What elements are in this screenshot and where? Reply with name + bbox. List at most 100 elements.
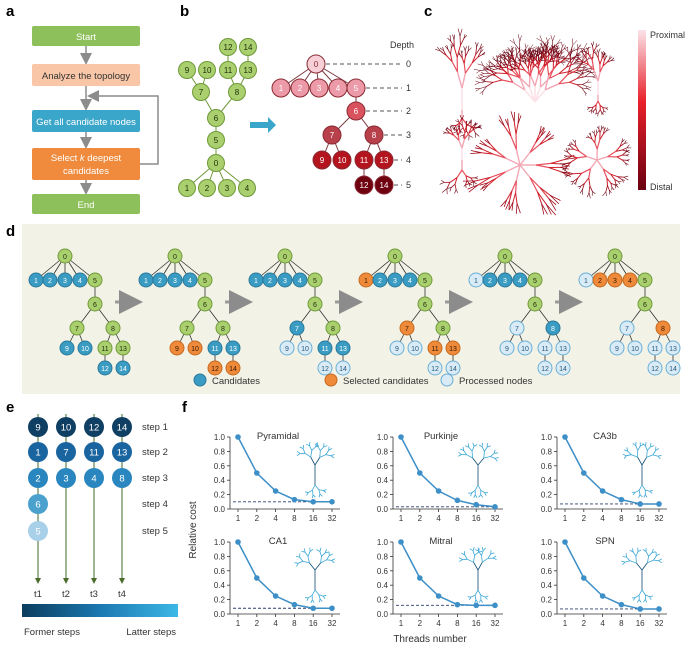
y-tick-label: 0.4 — [214, 581, 226, 590]
neuron-branch — [587, 108, 590, 110]
neuron-branch — [566, 59, 569, 61]
neuron-glyph-branch — [327, 560, 332, 561]
neuron-branch — [573, 173, 582, 174]
neuron-glyph-branch — [306, 444, 309, 446]
left-tree-node-label: 2 — [205, 184, 210, 193]
neuron-glyph-branch — [312, 447, 316, 450]
thread-label: t1 — [34, 589, 42, 600]
neuron-glyph-branch — [311, 600, 312, 603]
neuron-glyph-branch — [312, 590, 315, 595]
neuron-branch — [464, 64, 465, 74]
neuron-glyph-branch — [331, 456, 334, 458]
x-tick-label: 8 — [619, 619, 624, 628]
neuron-glyph-branch — [494, 450, 495, 454]
step-tree-node-label: 10 — [81, 346, 89, 353]
step-tree-node-label: 8 — [331, 326, 335, 333]
neuron-branch — [462, 139, 465, 148]
neuron-branch — [590, 107, 594, 108]
neuron-branch — [573, 140, 575, 143]
chart-title: SPN — [595, 536, 615, 547]
neuron-glyph-branch — [621, 561, 625, 562]
neuron-branch — [518, 34, 520, 41]
step-tree-node-label: 14 — [449, 366, 457, 373]
neuron-branch — [608, 151, 616, 156]
neuron-glyph-branch — [331, 454, 335, 455]
neuron-branch — [597, 140, 600, 149]
step-tree-node-label: 6 — [533, 302, 537, 309]
step-label: step 1 — [142, 422, 168, 433]
neuron-branch — [627, 160, 630, 161]
neuron-branch — [568, 174, 573, 176]
x-tick-label: 16 — [636, 619, 645, 628]
neuron-branch — [480, 82, 486, 83]
y-tick-label: 0.8 — [377, 447, 389, 456]
step-label: step 4 — [142, 499, 168, 510]
x-tick-label: 32 — [491, 514, 500, 523]
neuron-glyph-branch — [647, 560, 653, 563]
neuron-branch — [589, 193, 590, 199]
step-tree-node-label: 9 — [615, 346, 619, 353]
cost-point — [656, 606, 662, 612]
neuron-branch — [598, 113, 599, 117]
y-tick-label: 0.6 — [541, 567, 553, 576]
x-tick-label: 32 — [491, 619, 500, 628]
x-tick-label: 1 — [563, 619, 568, 628]
neuron-branch — [575, 140, 576, 143]
step-tree-node-label: 12 — [101, 366, 109, 373]
neuron-branch — [535, 52, 536, 56]
cost-point — [398, 539, 404, 545]
neuron-branch — [551, 160, 565, 164]
neuron-branch — [498, 55, 499, 58]
neuron-glyph-branch — [630, 561, 636, 563]
neuron-glyph-branch — [475, 495, 477, 498]
neuron-branch — [501, 68, 508, 74]
panel-label-c: c — [424, 3, 432, 20]
neuron-glyph-branch — [635, 595, 639, 597]
cost-point — [436, 488, 442, 494]
x-tick-label: 1 — [399, 514, 404, 523]
cost-point — [417, 575, 423, 581]
neuron-glyph-branch — [313, 495, 315, 497]
step-tree-node-label: 3 — [283, 278, 287, 285]
y-tick-label: 0.4 — [541, 476, 553, 485]
neuron-glyph-branch — [479, 445, 482, 447]
neuron-branch — [496, 76, 503, 80]
neuron-branch — [592, 131, 594, 133]
neuron-branch — [479, 74, 483, 76]
neuron-branch — [520, 57, 521, 61]
y-tick-label: 1.0 — [377, 433, 389, 442]
neuron-glyph-branch — [323, 596, 325, 599]
neuron-glyph-branch — [478, 590, 481, 595]
neuron-branch — [589, 110, 592, 112]
neuron-branch — [562, 44, 564, 47]
neuron-glyph-branch — [303, 449, 305, 454]
neuron-glyph-branch — [633, 443, 636, 445]
neuron-branch — [595, 113, 598, 114]
right-tree-node-label: 9 — [320, 156, 325, 165]
legend-d: Candidates Selected candidates Processed… — [194, 374, 533, 387]
x-tick-label: 16 — [472, 619, 481, 628]
neuron-glyph-branch — [479, 495, 481, 498]
legend-candidates-swatch — [194, 374, 206, 386]
neuron-branch — [587, 89, 591, 91]
neuron-branch — [450, 126, 453, 128]
cost-point — [254, 470, 260, 476]
neuron-branch — [598, 110, 600, 113]
depth-label: 2 — [406, 106, 411, 116]
y-tick-label: 0.4 — [377, 476, 389, 485]
step-tree-node-label: 10 — [411, 346, 419, 353]
step-tree-node-label: 7 — [405, 326, 409, 333]
neuron-glyph-branch — [650, 597, 652, 600]
right-tree-node-label: 10 — [338, 156, 347, 165]
neuron-branch — [595, 133, 597, 137]
y-tick-label: 0.8 — [541, 552, 553, 561]
step-tree-node-label: 7 — [295, 326, 299, 333]
cost-point — [637, 606, 643, 612]
neuron-glyph-branch — [636, 446, 638, 451]
cost-point — [562, 539, 568, 545]
x-tick-label: 4 — [273, 514, 278, 523]
neuron-branch — [487, 82, 494, 86]
schedule-node-label: 12 — [89, 423, 100, 434]
neuron-branch — [441, 180, 444, 182]
